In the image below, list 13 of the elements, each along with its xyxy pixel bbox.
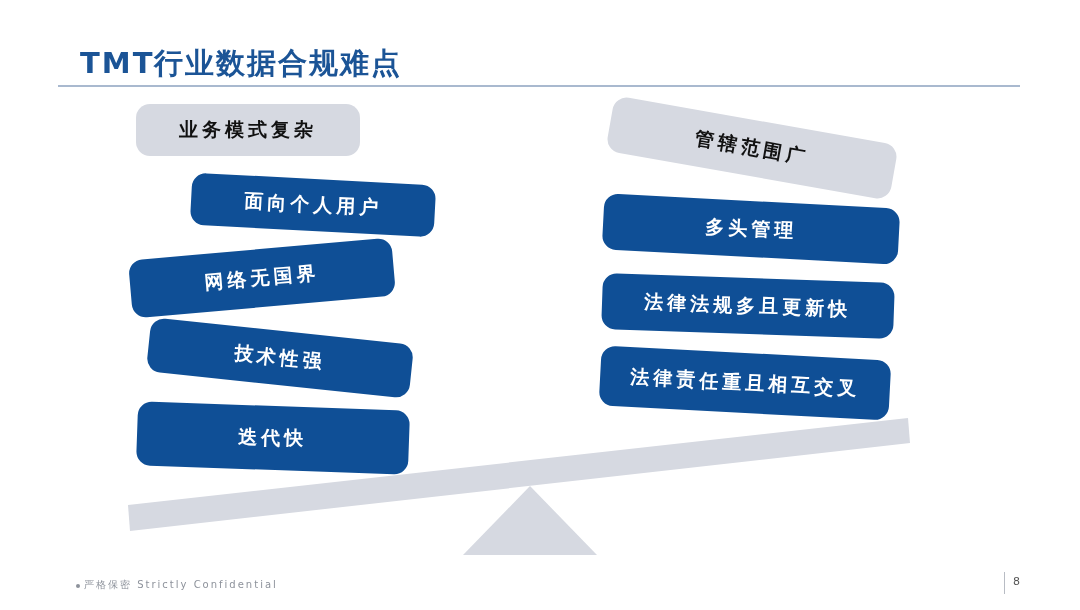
card-label: 多头管理	[704, 213, 798, 244]
card-label: 业务模式复杂	[179, 117, 317, 142]
slide-title: TMT行业数据合规难点	[80, 45, 403, 82]
card-label: 迭代快	[238, 423, 308, 452]
page-number: 8	[1013, 575, 1020, 588]
card-label: 技术性强	[232, 340, 328, 375]
card-label: 法律法规多且更新快	[644, 289, 852, 322]
issue-card	[136, 104, 360, 156]
card-label: 法律责任重且相互交叉	[629, 364, 861, 401]
card-label: 面向个人用户	[243, 188, 383, 221]
card-label: 网络无国界	[203, 260, 321, 295]
confidential-note: 严格保密 Strictly Confidential	[84, 578, 278, 592]
card-label: 管辖范围广	[693, 125, 811, 170]
